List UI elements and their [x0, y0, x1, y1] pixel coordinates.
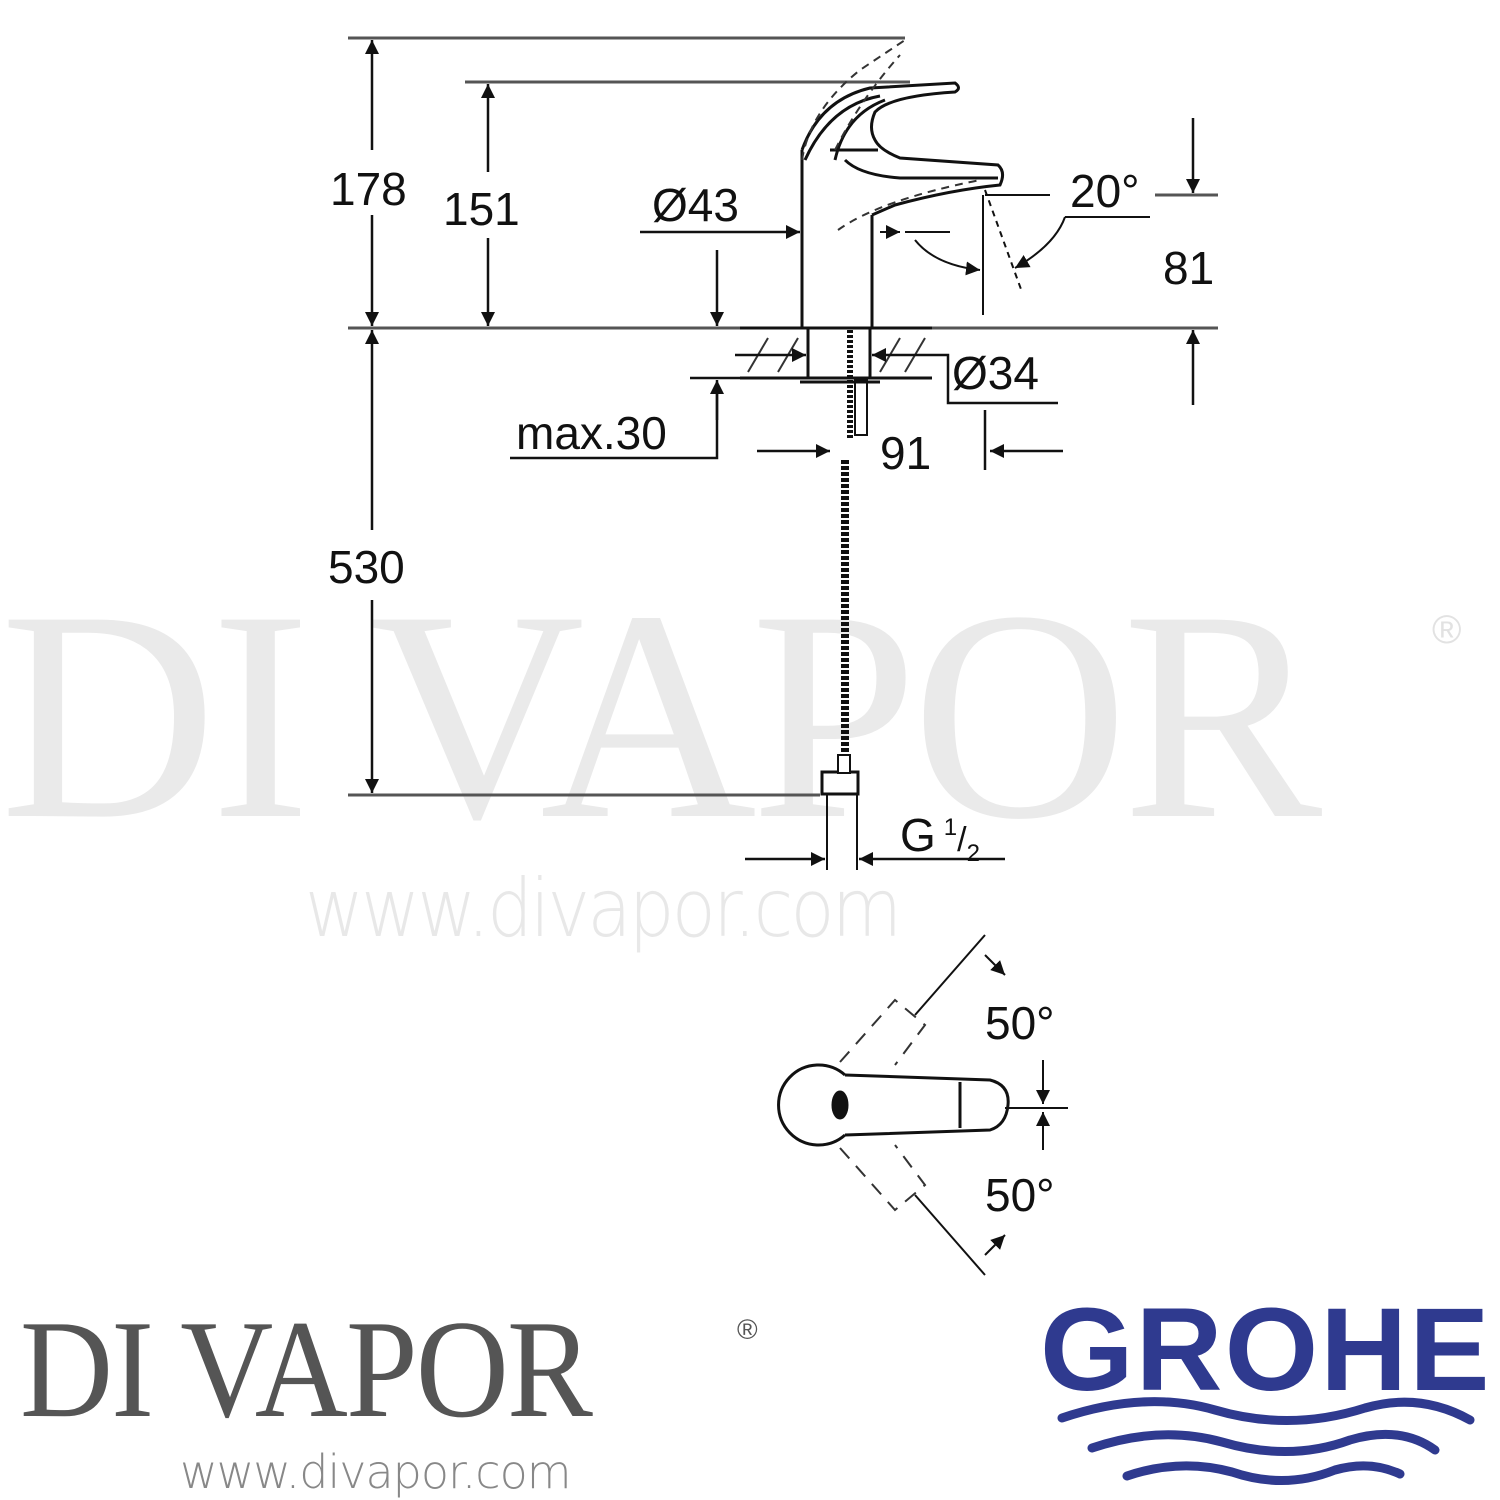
top-view-rotation-outlines	[839, 998, 927, 1212]
thread-denominator: 2	[966, 840, 980, 868]
watermark-url: www.divapor.com	[305, 862, 902, 955]
dimension-label-530: 530	[328, 541, 405, 593]
dimension-91-arrows	[757, 410, 1063, 470]
dimension-label-20deg: 20°	[1070, 165, 1140, 217]
dimension-d43-leader	[640, 225, 800, 326]
dimension-label-rotation-left: 50°	[985, 997, 1055, 1049]
divapor-url: www.divapor.com	[180, 1445, 572, 1499]
top-view-faucet	[777, 1063, 1010, 1147]
dimension-label-rotation-right: 50°	[985, 1169, 1055, 1221]
dimension-label-91: 91	[880, 427, 932, 479]
grohe-logo: GROHE	[1040, 1284, 1492, 1416]
divapor-logo: DI VAPOR	[20, 1292, 593, 1447]
dimension-label-151: 151	[443, 183, 520, 235]
dimension-max30-leader	[510, 376, 780, 460]
dimension-label-max30: max.30	[516, 407, 667, 459]
flexible-hose	[820, 460, 860, 870]
extension-lines	[348, 36, 1218, 797]
thread-g: G	[900, 809, 936, 861]
grohe-waves-logo	[1057, 1397, 1475, 1486]
dimension-label-81: 81	[1163, 242, 1215, 294]
dimension-label-d43: Ø43	[652, 179, 739, 231]
thread-numerator: 1	[943, 813, 958, 841]
dimension-label-178: 178	[330, 163, 407, 215]
watermark-brand: DI VAPOR	[0, 549, 1322, 881]
watermark-registered-mark: ®	[1432, 608, 1462, 652]
angle-20-lines	[880, 189, 1150, 315]
dimension-label-d34: Ø34	[952, 347, 1039, 399]
countertop-section	[740, 326, 932, 440]
divapor-registered-mark: ®	[737, 1314, 758, 1345]
lever-raised-outline	[801, 39, 981, 231]
faucet-body	[800, 81, 1005, 328]
top-view-angle-lines	[914, 934, 1068, 1276]
dimension-d34-arrows	[735, 348, 1058, 405]
thread-slash: /	[957, 821, 967, 859]
